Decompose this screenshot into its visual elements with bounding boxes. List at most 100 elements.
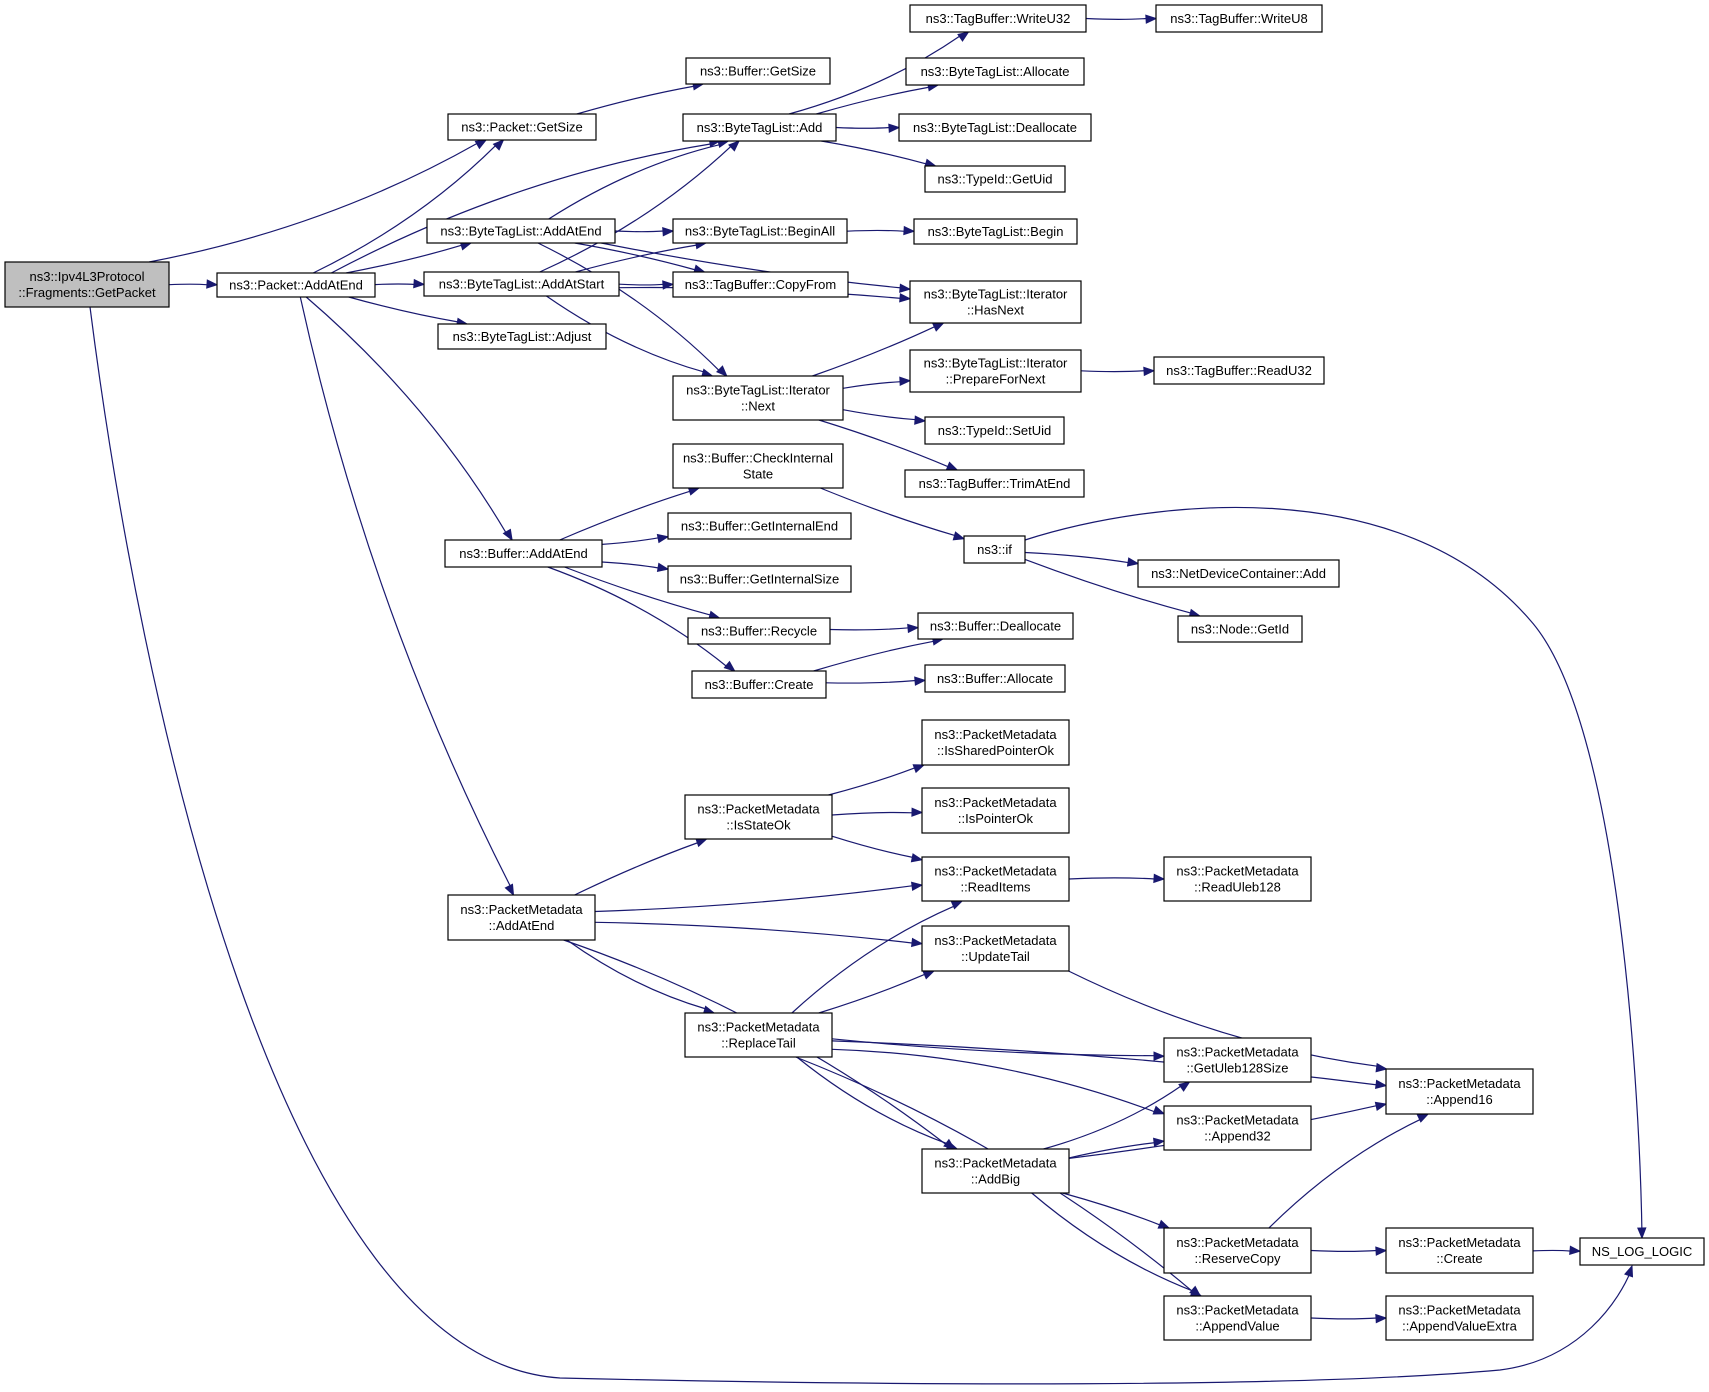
arrowhead (922, 970, 936, 980)
node-label: ::ReadItems (960, 880, 1031, 895)
edge-pm_addbig-to-pm_getulebsize (1043, 1081, 1191, 1150)
node-b-getsize[interactable]: ns3::Buffer::GetSize (685, 57, 831, 85)
edge-pm_readitems-to-pm_readuleb (1068, 873, 1166, 884)
node-node-getid[interactable]: ns3::Node::GetId (1177, 615, 1303, 643)
arrowhead (914, 676, 927, 686)
node-tid-getuid[interactable]: ns3::TypeId::GetUid (924, 165, 1066, 193)
arrowhead (899, 283, 912, 293)
node-pm-addbig[interactable]: ns3::PacketMetadata::AddBig (921, 1148, 1070, 1194)
node-b-addatend[interactable]: ns3::Buffer::AddAtEnd (444, 539, 603, 568)
node-p-getsize[interactable]: ns3::Packet::GetSize (447, 113, 597, 141)
node-label: ::ReadUleb128 (1194, 880, 1281, 895)
node-ndc-add[interactable]: ns3::NetDeviceContainer::Add (1137, 559, 1340, 588)
node-btl-allocate[interactable]: ns3::ByteTagList::Allocate (905, 57, 1085, 86)
edge-pm_isstateok-to-pm_ispointerok (831, 807, 924, 817)
node-pm-replacetail[interactable]: ns3::PacketMetadata::ReplaceTail (684, 1012, 833, 1058)
node-label: ns3::PacketMetadata (1398, 1303, 1521, 1318)
arrowhead (899, 293, 912, 303)
node-label: ns3::Buffer::CheckInternal (683, 451, 833, 466)
edge-ns3_if-to-ndc_add (1024, 551, 1140, 567)
edge-pm_appendvalue-to-pm_appendvalueextra (1310, 1313, 1388, 1324)
node-pm-updatetail[interactable]: ns3::PacketMetadata::UpdateTail (921, 925, 1070, 972)
node-label: ns3::Buffer::Create (705, 677, 814, 692)
edge-btl_beginall-to-btl_begin (846, 225, 916, 236)
node-label: ::PrepareForNext (946, 372, 1046, 387)
node-tb-readu32[interactable]: ns3::TagBuffer::ReadU32 (1153, 356, 1325, 385)
edge-b_create-to-b_deallocate (813, 636, 945, 672)
edge-p_getsize-to-b_getsize (576, 81, 705, 115)
node-b-recycle[interactable]: ns3::Buffer::Recycle (687, 617, 831, 645)
node-label: ns3::TagBuffer::CopyFrom (685, 277, 837, 292)
node-tb-writeu32[interactable]: ns3::TagBuffer::WriteU32 (909, 4, 1087, 33)
node-label: ::HasNext (967, 303, 1024, 318)
node-b-create[interactable]: ns3::Buffer::Create (691, 670, 827, 699)
arrowhead (1153, 873, 1166, 884)
node-label: ::Fragments::GetPacket (18, 285, 156, 300)
node-pm-addatend[interactable]: ns3::PacketMetadata::AddAtEnd (447, 894, 596, 941)
edge-b_addatend-to-b_create (547, 566, 736, 672)
arrowhead (716, 365, 728, 377)
node-pm-ispointerok[interactable]: ns3::PacketMetadata::IsPointerOk (921, 787, 1070, 834)
node-tb-copyfrom[interactable]: ns3::TagBuffer::CopyFrom (672, 271, 849, 298)
node-label: State (743, 467, 773, 482)
node-label: ::Append16 (1426, 1092, 1493, 1107)
node-btl-add[interactable]: ns3::ByteTagList::Add (682, 113, 837, 142)
node-btli-prepare[interactable]: ns3::ByteTagList::Iterator::PrepareForNe… (909, 349, 1082, 393)
node-label: ns3::ByteTagList::Add (697, 120, 823, 135)
arrowhead (1624, 1264, 1634, 1278)
edge-b_create-to-b_allocate (825, 676, 927, 686)
node-pm-readitems[interactable]: ns3::PacketMetadata::ReadItems (921, 856, 1070, 902)
node-label: ns3::TagBuffer::WriteU8 (1170, 11, 1308, 26)
node-b-getinternalend[interactable]: ns3::Buffer::GetInternalEnd (667, 512, 852, 540)
edge-pm_replacetail-to-pm_addbig (796, 1056, 959, 1150)
arrowhead (1157, 1219, 1171, 1229)
node-pm-isstateok[interactable]: ns3::PacketMetadata::IsStateOk (684, 794, 833, 840)
node-btl-beginall[interactable]: ns3::ByteTagList::BeginAll (672, 218, 848, 244)
node-pm-appendvalue[interactable]: ns3::PacketMetadata::AppendValue (1163, 1295, 1312, 1341)
node-ns-log-logic[interactable]: NS_LOG_LOGIC (1579, 1237, 1705, 1266)
node-pm-getulebsize[interactable]: ns3::PacketMetadata::GetUleb128Size (1163, 1037, 1312, 1083)
node-label: ns3::PacketMetadata (697, 1020, 820, 1035)
node-btl-addatend[interactable]: ns3::ByteTagList::AddAtEnd (426, 218, 616, 244)
node-pm-append32[interactable]: ns3::PacketMetadata::Append32 (1163, 1105, 1312, 1151)
node-label: ::Append32 (1204, 1129, 1271, 1144)
node-pm-issharedok[interactable]: ns3::PacketMetadata::IsSharedPointerOk (921, 719, 1070, 766)
node-btl-begin[interactable]: ns3::ByteTagList::Begin (913, 218, 1078, 245)
node-pm-readuleb[interactable]: ns3::PacketMetadata::ReadUleb128 (1163, 856, 1312, 902)
node-btl-adjust[interactable]: ns3::ByteTagList::Adjust (437, 323, 607, 350)
nodes-layer: ns3::Ipv4L3Protocol::Fragments::GetPacke… (4, 4, 1705, 1341)
node-ns3-if[interactable]: ns3::if (963, 535, 1026, 564)
node-label: ::UpdateTail (961, 949, 1030, 964)
node-root[interactable]: ns3::Ipv4L3Protocol::Fragments::GetPacke… (4, 261, 170, 308)
arrowhead (914, 415, 927, 425)
node-label: ns3::Buffer::GetSize (700, 64, 816, 79)
arrowhead (1375, 1079, 1388, 1089)
arrowhead (1126, 557, 1140, 567)
node-label: ns3::ByteTagList::AddAtEnd (440, 224, 601, 239)
node-btl-deallocate[interactable]: ns3::ByteTagList::Deallocate (898, 113, 1092, 142)
node-p-addatend[interactable]: ns3::Packet::AddAtEnd (216, 272, 376, 298)
edge-btli_next-to-tid_setuid (842, 409, 927, 425)
node-pm-reservecopy[interactable]: ns3::PacketMetadata::ReserveCopy (1163, 1227, 1312, 1274)
node-btli-hasnext[interactable]: ns3::ByteTagList::Iterator::HasNext (909, 280, 1082, 324)
edge-pm_updatetail-to-pm_append16 (1068, 970, 1388, 1073)
node-label: ns3::ByteTagList::Iterator (924, 356, 1068, 371)
node-pm-append16[interactable]: ns3::PacketMetadata::Append16 (1385, 1068, 1534, 1115)
node-label: ::AddBig (971, 1172, 1020, 1187)
node-btli-next[interactable]: ns3::ByteTagList::Iterator::Next (672, 375, 844, 421)
node-label: ::AddAtEnd (489, 918, 555, 933)
node-b-getinternalsize[interactable]: ns3::Buffer::GetInternalSize (667, 565, 852, 593)
node-label: ns3::Node::GetId (1191, 622, 1289, 637)
edge-pm_addatend-to-pm_isstateok (574, 838, 708, 896)
node-tb-writeu8[interactable]: ns3::TagBuffer::WriteU8 (1155, 4, 1323, 33)
node-b-allocate[interactable]: ns3::Buffer::Allocate (924, 664, 1066, 693)
node-pm-create[interactable]: ns3::PacketMetadata::Create (1385, 1227, 1534, 1274)
node-tid-setuid[interactable]: ns3::TypeId::SetUid (924, 416, 1065, 445)
node-pm-appendvalueextra[interactable]: ns3::PacketMetadata::AppendValueExtra (1385, 1295, 1534, 1341)
node-b-deallocate[interactable]: ns3::Buffer::Deallocate (917, 612, 1074, 640)
node-tb-trimatend[interactable]: ns3::TagBuffer::TrimAtEnd (904, 469, 1085, 498)
node-btl-addatstart[interactable]: ns3::ByteTagList::AddAtStart (423, 271, 620, 297)
node-label: ::ReplaceTail (721, 1036, 796, 1051)
node-label: ns3::PacketMetadata (1176, 864, 1299, 879)
